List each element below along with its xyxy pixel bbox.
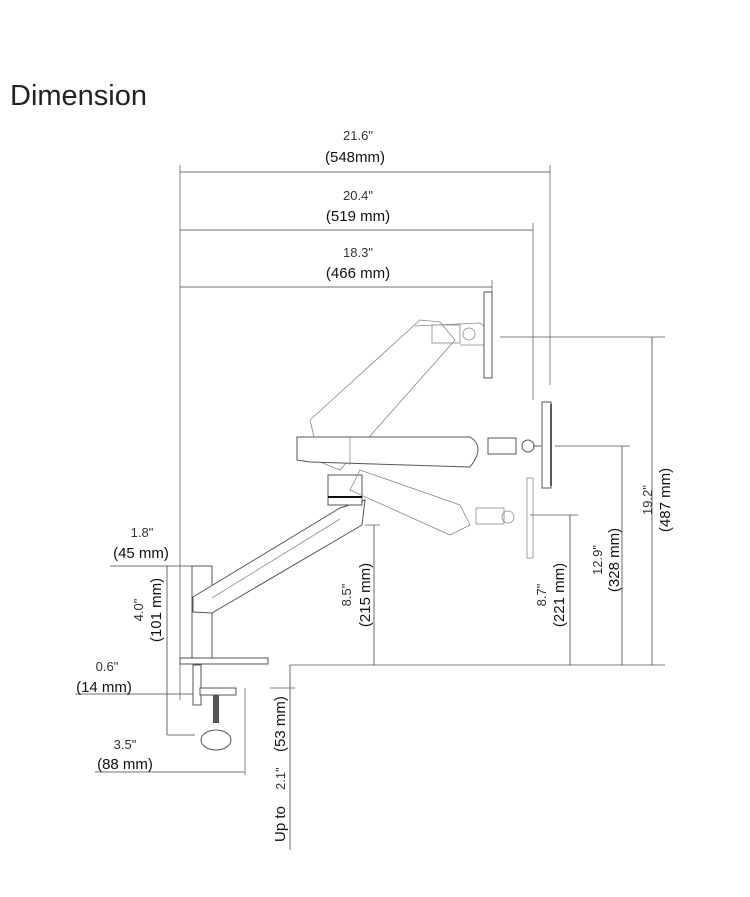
page-title: Dimension (10, 80, 147, 112)
height-mid-in: 12.9" (590, 545, 605, 575)
plate-thickness-mm: (14 mm) (76, 679, 132, 696)
overall-min-mm: (466 mm) (326, 265, 390, 282)
pole-height-mm: (101 mm) (148, 578, 165, 642)
lowered-arm (349, 469, 471, 536)
clamp-knob (200, 729, 232, 751)
level-arm (296, 436, 479, 468)
height-low-mm: (221 mm) (551, 563, 568, 627)
clamp-screw (213, 695, 219, 723)
monitor-top (483, 291, 493, 379)
arm-pivot-in: 8.5" (339, 583, 354, 606)
clamp-pad (199, 687, 237, 696)
plate-thickness-in: 0.6" (96, 659, 119, 674)
overall-mid-mm: (519 mm) (326, 208, 390, 225)
monitor-middle (541, 401, 552, 489)
overall-mid-in: 20.4" (343, 188, 373, 203)
pole-height-in: 4.0" (131, 598, 146, 621)
desk-thickness-in: 2.1" (273, 767, 288, 790)
height-low-in: 8.7" (534, 583, 549, 606)
monitor-arm-drawing (179, 291, 552, 751)
height-mid-mm: (328 mm) (606, 528, 623, 592)
desk-thickness-mm: (53 mm) (272, 696, 289, 752)
pole-width-in: 1.8" (131, 525, 154, 540)
monitor-bottom (526, 477, 534, 559)
pole-width-mm: (45 mm) (113, 545, 169, 562)
clamp-depth-in: 3.5" (114, 737, 137, 752)
desk-thickness-prefix: Up to (272, 806, 289, 842)
height-max-mm: (487 mm) (657, 468, 674, 532)
height-max-in: 19.2" (640, 485, 655, 515)
arm-joint (327, 474, 363, 506)
clamp-body (192, 664, 202, 706)
dimension-labels: 21.6" (548mm) 20.4" (519 mm) 18.3" (466 … (76, 128, 674, 842)
arm-pivot-mm: (215 mm) (357, 563, 374, 627)
clamp-depth-mm: (88 mm) (97, 756, 153, 773)
desk-plate (179, 657, 269, 665)
overall-max-in: 21.6" (343, 128, 373, 143)
extension-lines (179, 165, 665, 775)
overall-max-mm: (548mm) (325, 149, 385, 166)
overall-min-in: 18.3" (343, 245, 373, 260)
